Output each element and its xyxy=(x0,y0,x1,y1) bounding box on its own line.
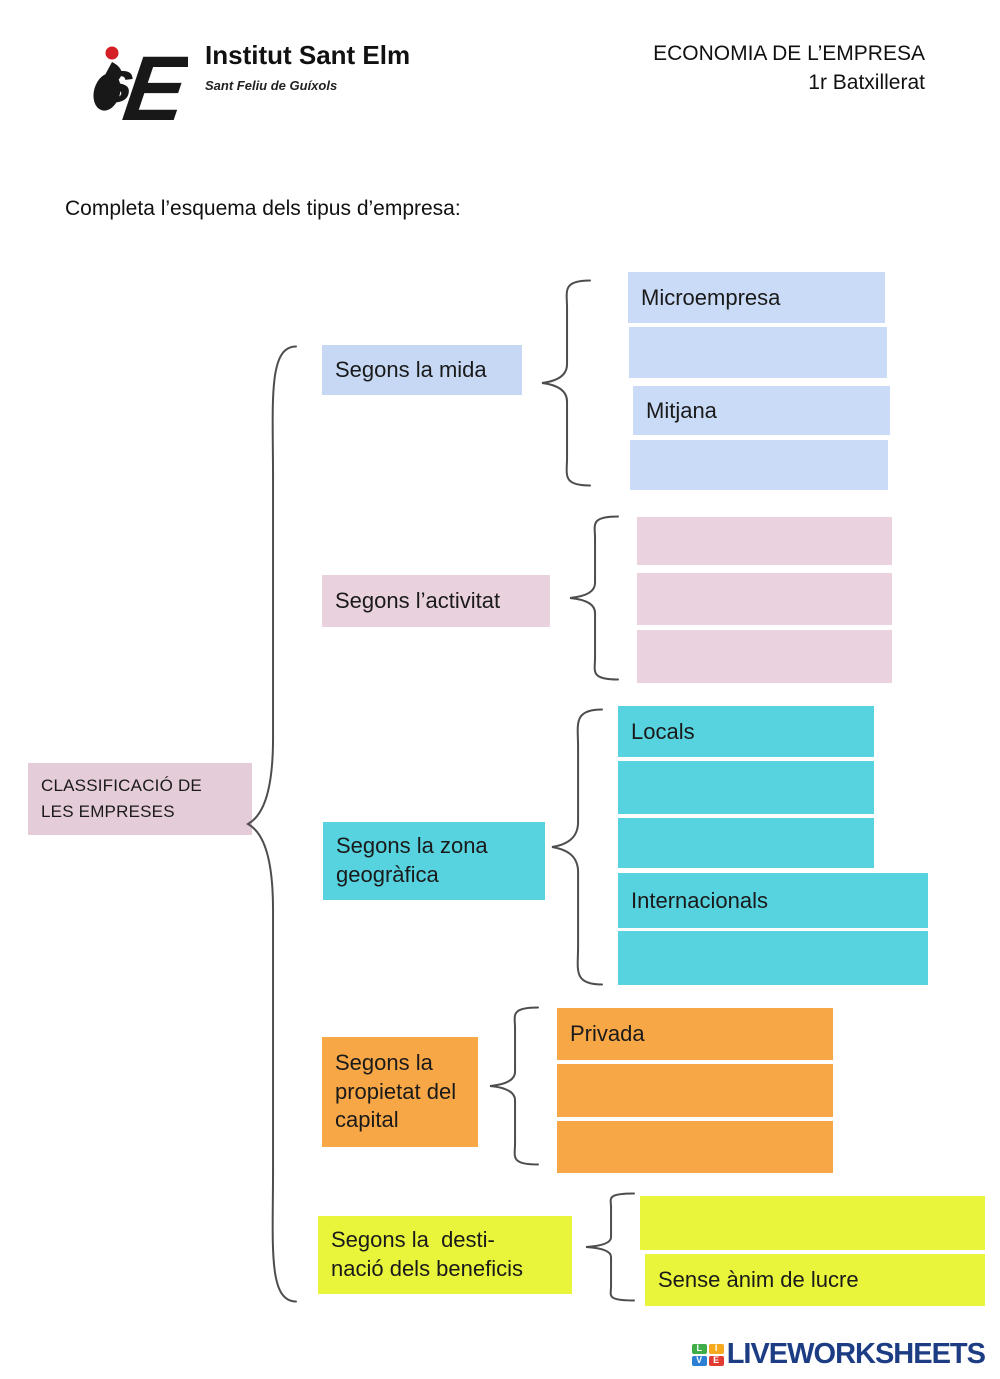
course-level: 1r Batxillerat xyxy=(808,71,925,94)
logo-letter-e: E xyxy=(118,36,188,128)
answer-input[interactable] xyxy=(618,931,928,985)
course-header: ECONOMIA DE L’EMPRESA 1r Batxillerat xyxy=(653,39,925,97)
answer-label-box: Microempresa xyxy=(628,272,885,323)
answer-input[interactable] xyxy=(640,1196,985,1250)
school-city: Sant Feliu de Guíxols xyxy=(205,78,338,93)
answer-label-box: Internacionals xyxy=(618,873,928,928)
brace-mida xyxy=(541,279,591,487)
category-box-activitat: Segons l’activitat xyxy=(322,575,550,627)
root-brace xyxy=(245,345,297,1303)
institut-sant-elm-logo: s E xyxy=(93,36,188,128)
answer-input[interactable] xyxy=(629,327,887,378)
course-title: ECONOMIA DE L’EMPRESA xyxy=(653,42,925,65)
tile-v: V xyxy=(691,1355,707,1366)
liveworksheets-wordmark: LIVEWORKSHEETS xyxy=(726,1338,986,1370)
tile-e: E xyxy=(708,1355,724,1366)
answer-input[interactable] xyxy=(630,440,888,490)
liveworksheets-tiles-icon: L I V E xyxy=(691,1343,724,1366)
answer-input[interactable] xyxy=(557,1064,833,1117)
category-box-mida: Segons la mida xyxy=(322,345,522,395)
category-box-beneficis: Segons la desti- nació dels beneficis xyxy=(318,1216,572,1294)
brace-beneficis xyxy=(585,1192,635,1302)
answer-label-box: Privada xyxy=(557,1008,833,1060)
answer-input[interactable] xyxy=(557,1121,833,1173)
tile-l: L xyxy=(691,1343,707,1354)
answer-input[interactable] xyxy=(637,517,892,565)
exercise-instruction: Completa l’esquema dels tipus d’empresa: xyxy=(65,197,461,220)
root-classification-box: CLASSIFICACIÓ DE LES EMPRESES xyxy=(28,763,252,835)
answer-input[interactable] xyxy=(637,573,892,625)
tile-i: I xyxy=(708,1343,724,1354)
liveworksheets-logo: L I V E LIVEWORKSHEETS xyxy=(691,1338,986,1371)
answer-input[interactable] xyxy=(618,818,874,868)
answer-input[interactable] xyxy=(618,761,874,814)
logo-red-dot xyxy=(105,46,119,60)
answer-label-box: Locals xyxy=(618,706,874,757)
brace-activitat xyxy=(569,515,619,681)
answer-label-box: Sense ànim de lucre xyxy=(645,1254,985,1306)
brace-propietat xyxy=(489,1006,539,1166)
answer-input[interactable] xyxy=(637,630,892,683)
school-name: Institut Sant Elm xyxy=(205,40,411,70)
brace-zona xyxy=(551,708,603,986)
logo-i-curve xyxy=(98,62,122,98)
category-box-propietat: Segons la propietat del capital xyxy=(322,1037,478,1147)
category-box-zona: Segons la zona geogràfica xyxy=(323,822,545,900)
answer-label-box: Mitjana xyxy=(633,386,890,435)
